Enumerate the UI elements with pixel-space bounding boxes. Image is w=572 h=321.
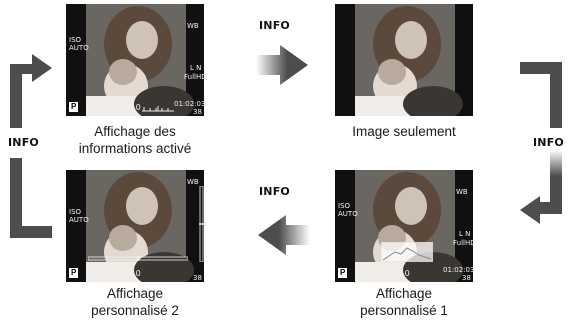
quality-readout: L N <box>459 230 471 238</box>
screen-image-only <box>335 4 473 116</box>
histogram-icon <box>381 242 433 262</box>
info-label-top: INFO <box>259 19 290 32</box>
arrow-right-icon <box>256 45 308 85</box>
aperture-value: F5.6 <box>106 103 124 112</box>
quality-readout: L N <box>190 64 202 72</box>
vertical-level-gauge-icon <box>199 186 204 262</box>
shots-remaining: 38 <box>193 108 202 116</box>
exposure-value: 0.0 <box>128 103 141 112</box>
aperture-value: F5.6 <box>106 269 124 278</box>
bracket-lower-left-icon <box>10 158 52 238</box>
shutter-speed: 250 <box>86 103 102 112</box>
video-mode-readout: FullHD <box>184 73 204 81</box>
screen-full-info: ISO AUTO WB L N FullHD 01:02:03 38 P 250… <box>66 4 204 116</box>
wb-readout: WB <box>456 188 468 196</box>
bracket-upper-right-icon <box>520 62 562 128</box>
bracket-arrow-up-right-icon <box>10 54 52 128</box>
iso-auto-readout: AUTO <box>69 44 89 52</box>
screen-custom-1: ISO AUTO WB L N FullHD 01:02:03 38 P 250… <box>335 170 473 282</box>
info-label-left: INFO <box>8 136 39 149</box>
iso-readout: ISO <box>69 208 82 216</box>
arrow-left-icon <box>258 215 310 255</box>
info-label-right: INFO <box>533 136 564 149</box>
family-photo-image <box>66 4 204 116</box>
family-photo-image <box>335 170 473 282</box>
video-mode-readout: FullHD <box>453 239 473 247</box>
caption-full-info-line2: informations activé <box>78 141 192 156</box>
shots-remaining: 38 <box>193 274 202 282</box>
caption-custom-2-line2: personnalisé 2 <box>91 303 179 318</box>
family-photo-image <box>66 170 204 282</box>
wb-readout: WB <box>187 178 199 186</box>
iso-auto-readout: AUTO <box>69 216 89 224</box>
time-readout: 01:02:03 <box>443 266 473 274</box>
iso-readout: ISO <box>69 36 82 44</box>
time-readout: 01:02:03 <box>174 100 204 108</box>
bracket-arrow-down-left-icon <box>520 150 562 224</box>
caption-custom-1-line2: personnalisé 1 <box>360 303 448 318</box>
horizontal-level-gauge-icon <box>88 256 188 261</box>
exposure-value: 0.0 <box>397 269 410 278</box>
shooting-mode-badge: P <box>69 268 79 278</box>
family-photo-image <box>335 4 473 116</box>
aperture-value: F5.6 <box>375 269 393 278</box>
shots-remaining: 38 <box>462 274 471 282</box>
caption-image-only: Image seulement <box>352 124 456 139</box>
iso-auto-readout: AUTO <box>338 210 358 218</box>
info-label-middle: INFO <box>259 185 290 198</box>
screen-custom-2: ISO AUTO WB P 250 F5.6 0.0 38 <box>66 170 204 282</box>
caption-custom-2-line1: Affichage <box>106 286 164 301</box>
caption-custom-1-line1: Affichage <box>375 286 433 301</box>
shutter-speed: 250 <box>355 269 371 278</box>
wb-readout: WB <box>187 22 199 30</box>
exposure-value: 0.0 <box>128 269 141 278</box>
caption-full-info-line1: Affichage des <box>94 124 176 139</box>
shooting-mode-badge: P <box>338 268 348 278</box>
shooting-mode-badge: P <box>69 102 79 112</box>
shutter-speed: 250 <box>86 269 102 278</box>
iso-readout: ISO <box>338 202 351 210</box>
exposure-meter-icon <box>142 106 174 112</box>
